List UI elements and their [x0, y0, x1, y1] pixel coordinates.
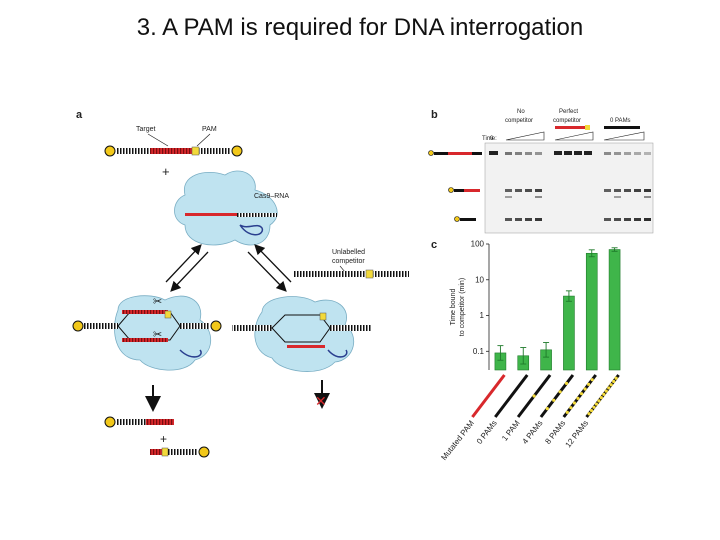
- zero-pams-label: 0 PAMs: [610, 118, 631, 124]
- competitor-dna-glyph: [494, 374, 529, 418]
- panel-a: a Target PAM + Cas9–RNA Unlabelled compe…: [72, 109, 409, 458]
- pam-site-dot: [590, 378, 594, 382]
- category-label: 4 PAMs: [521, 419, 545, 446]
- y-tick-label: 100: [471, 240, 485, 249]
- target-label: Target: [136, 126, 156, 133]
- radiolabel-icon: [198, 446, 210, 458]
- radiolabel-icon: [72, 320, 84, 332]
- category-label: 8 PAMs: [543, 419, 567, 446]
- pam-site-dot: [587, 412, 591, 416]
- pam-site-dot: [607, 386, 611, 390]
- no-cleavage-cross-icon: ✕: [315, 393, 327, 409]
- radiolabel-icon: [104, 145, 116, 157]
- pam-site-dot: [579, 392, 584, 396]
- competitor-label-line2: competitor: [332, 258, 365, 265]
- category-label: 0 PAMs: [475, 419, 499, 446]
- radiolabel-icon: [104, 416, 116, 428]
- category-label: 12 PAMs: [563, 419, 590, 450]
- pam-site-dot: [576, 396, 580, 400]
- cas9-label: Cas9–RNA: [254, 193, 289, 200]
- pam-site: [191, 146, 200, 156]
- cleavage-scissors-icon: ✂: [153, 296, 162, 308]
- perfect-competitor-line2: competitor: [553, 118, 581, 124]
- y-tick-label: 10: [475, 275, 484, 284]
- pam-site-dot: [612, 379, 616, 384]
- category-label: Mutated PAM: [439, 418, 476, 462]
- cas9-rna-complex: [174, 170, 278, 246]
- bar: [585, 252, 598, 371]
- pam-site-dot: [602, 392, 606, 396]
- panel-b-letter: b: [431, 109, 438, 121]
- target-dna: [104, 145, 243, 157]
- pam-site-dot: [572, 401, 577, 405]
- pam-site-dot: [599, 396, 603, 400]
- competitor-label-line1: Unlabelled: [332, 249, 365, 256]
- pam-site-dot: [587, 382, 591, 386]
- pam-site-dot: [564, 381, 569, 385]
- pam-site-dot: [552, 398, 556, 402]
- y-tick-label: 0.1: [473, 347, 485, 356]
- pam-site-dot: [583, 387, 587, 391]
- competitor-dna: [294, 269, 409, 279]
- pam-site-dot: [569, 406, 573, 410]
- competitor-dna-glyph: [562, 374, 597, 418]
- pam-site-dot: [594, 402, 599, 406]
- pam-site-dot: [597, 399, 601, 403]
- competitor-dna-glyph: [539, 374, 575, 418]
- slide-title: 3. A PAM is required for DNA interrogati…: [136, 14, 584, 41]
- pam-site-dot: [604, 389, 608, 393]
- pam-site-dot: [592, 405, 596, 409]
- time-zero: 0: [490, 136, 494, 142]
- panel-c-letter: c: [431, 239, 437, 251]
- pam-site-dot: [589, 408, 594, 413]
- plus-sign-products: +: [160, 432, 167, 446]
- pam-site-dot: [614, 376, 618, 380]
- bar: [563, 295, 575, 371]
- radiolabel-icon: [231, 145, 243, 157]
- pam-label: PAM: [202, 126, 217, 133]
- time-label: Time:: [482, 136, 497, 142]
- perfect-competitor-line1: Perfect: [559, 109, 578, 115]
- panel-b: b No competitor Perfect competitor 0 PAM…: [428, 109, 654, 234]
- pam-site-dot: [545, 407, 549, 411]
- bar: [608, 249, 621, 371]
- category-label: 1 PAM: [500, 418, 522, 442]
- pam-site-dot: [558, 390, 562, 394]
- plus-sign: +: [162, 164, 170, 179]
- cas9-bound-competitor: [254, 296, 355, 372]
- competitor-dna-glyph: [471, 374, 506, 418]
- pam-site-dot: [532, 394, 536, 398]
- radiolabel-icon: [210, 320, 222, 332]
- y-tick-label: 1: [480, 311, 485, 320]
- pam-site-dot: [565, 410, 569, 414]
- panel-a-letter: a: [76, 109, 83, 121]
- pam-site-dot: [609, 383, 613, 387]
- cleavage-scissors-icon: ✂: [153, 329, 162, 341]
- no-competitor-line2: competitor: [505, 118, 533, 124]
- no-competitor-line1: No: [517, 109, 525, 115]
- cas9-bound-target: [114, 295, 212, 371]
